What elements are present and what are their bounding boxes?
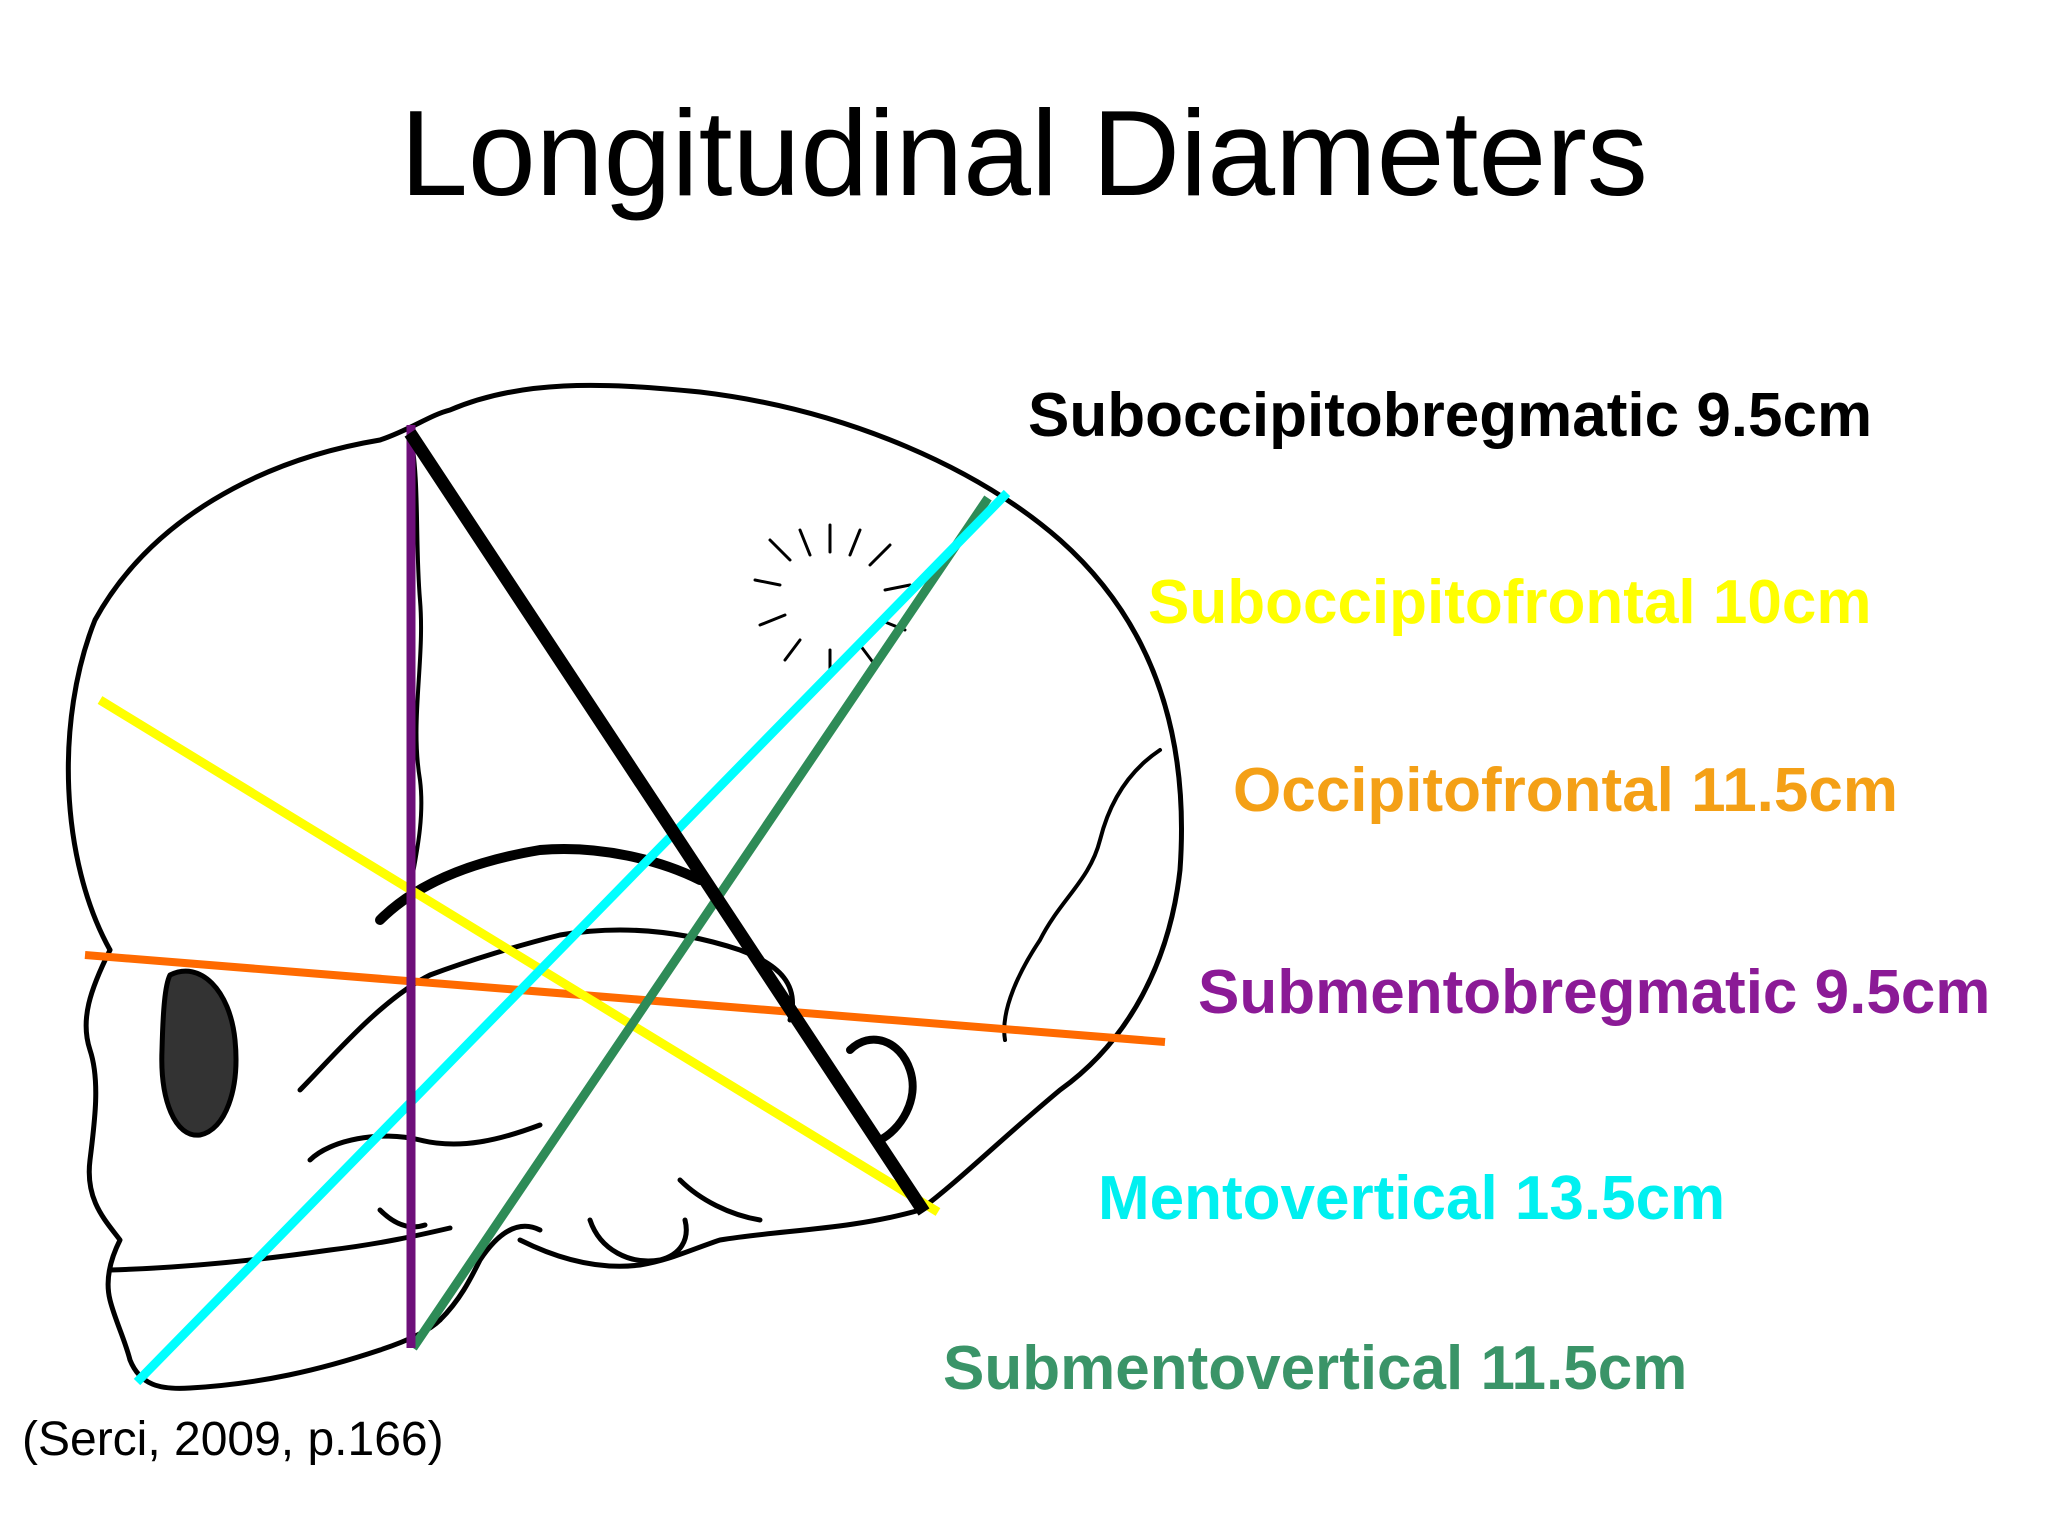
occipital-lower	[677, 1177, 763, 1223]
mastoid-region	[846, 1035, 917, 1144]
zygomatic-lower	[307, 1122, 543, 1163]
label-mentovertical: Mentovertical 13.5cm	[1098, 1164, 1726, 1233]
submentovertical-line	[409, 495, 992, 1351]
face-profile	[83, 947, 443, 1391]
mandible	[437, 1223, 543, 1323]
eye-orbit	[159, 968, 239, 1138]
skull-illustration	[65, 382, 1184, 1391]
occipitofrontal-line	[84, 951, 1166, 1046]
label-submentovertical: Submentovertical 11.5cm	[943, 1334, 1688, 1403]
skull-base	[517, 1207, 923, 1269]
mentovertical-line	[133, 489, 1011, 1386]
diameter-lines	[84, 425, 1166, 1386]
coronal-suture	[408, 428, 424, 892]
mastoid-process	[587, 1217, 689, 1264]
label-occipitofrontal: Occipitofrontal 11.5cm	[1233, 756, 1898, 825]
label-submentobregmatic: Submentobregmatic 9.5cm	[1198, 958, 1991, 1027]
lambdoid-suture	[1002, 748, 1162, 1042]
cranium-outline	[65, 382, 1184, 1213]
citation: (Serci, 2009, p.166)	[22, 1413, 444, 1466]
squamosal-suture	[375, 844, 705, 925]
label-suboccipitobregmatic: Suboccipitobregmatic 9.5cm	[1028, 381, 1873, 450]
label-suboccipitofrontal: Suboccipitofrontal 10cm	[1148, 568, 1872, 637]
styloid	[377, 1207, 428, 1230]
suboccipitobregmatic-line	[404, 429, 930, 1216]
slide-title: Longitudinal Diameters	[400, 85, 1648, 221]
suboccipitofrontal-line	[97, 696, 941, 1216]
